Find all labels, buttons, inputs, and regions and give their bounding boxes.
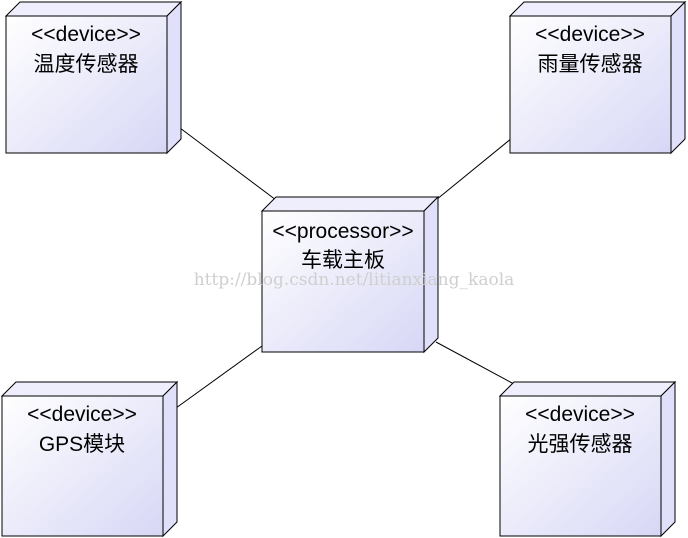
connector-temp-sensor-to-mainboard (179, 127, 277, 201)
node-name: 雨量传感器 (538, 53, 643, 76)
connector-light-sensor-to-mainboard (435, 341, 515, 385)
node-name: 温度传感器 (34, 53, 139, 76)
node-side-face (660, 380, 676, 538)
node-stereotype: <<device>> (31, 23, 141, 46)
node-stereotype: <<device>> (535, 23, 645, 46)
node-top-face (260, 196, 440, 212)
node-stereotype: <<device>> (525, 403, 635, 426)
node-top-face (498, 381, 677, 397)
node-front-face (1, 395, 164, 537)
connector-rain-sensor-to-mainboard (435, 137, 513, 201)
connectors (175, 127, 515, 409)
node-side-face (166, 0, 182, 155)
node-front-face (509, 15, 672, 154)
watermark: http://blog.csdn.net/litianxiang_kaola (194, 270, 515, 290)
node-name: GPS模块 (39, 433, 125, 456)
node-top-face (4, 1, 183, 17)
node-light-sensor[interactable]: <<device>> 光强传感器 (498, 380, 677, 538)
node-front-face (5, 15, 168, 154)
node-stereotype: <<device>> (27, 403, 137, 426)
node-side-face (162, 380, 178, 538)
node-front-face (261, 210, 425, 353)
connector-gps-module-to-mainboard (175, 345, 263, 409)
node-gps-module[interactable]: <<device>> GPS模块 (0, 380, 179, 538)
node-rain-sensor[interactable]: <<device>> 雨量传感器 (508, 0, 687, 155)
node-top-face (0, 381, 179, 397)
node-mainboard[interactable]: <<processor>> 车载主板 (260, 195, 440, 354)
node-front-face (499, 395, 662, 537)
node-temp-sensor[interactable]: <<device>> 温度传感器 (4, 0, 183, 155)
node-stereotype: <<processor>> (272, 220, 413, 243)
node-name: 光强传感器 (528, 433, 633, 456)
node-name: 车载主板 (301, 249, 385, 272)
node-top-face (508, 1, 687, 17)
node-side-face (670, 0, 686, 155)
